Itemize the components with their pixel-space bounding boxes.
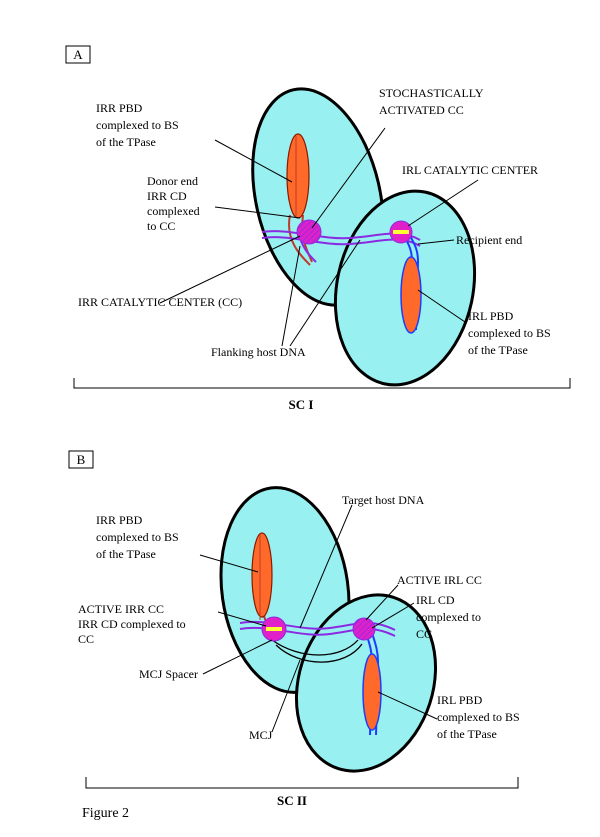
- mcj-loop-2: [275, 643, 363, 663]
- panel-a: A IRR: [65, 45, 571, 412]
- irr-pbd-shape-b: [251, 532, 273, 618]
- irr-catalytic-center: [296, 219, 322, 245]
- panel-a-letter: A: [73, 47, 83, 62]
- irr-pbd-label: IRR PBD complexed to BS of the TPase: [96, 101, 182, 149]
- irr-pbd-label-b: IRR PBD complexed to BS of the TPase: [96, 513, 182, 561]
- stochastic-cc-label: STOCHASTICALLY ACTIVATED CC: [379, 86, 486, 117]
- irl-cc-highlight: [393, 230, 409, 234]
- irr-dna-stem-2: [301, 214, 313, 263]
- irr-cc-highlight: [266, 627, 282, 631]
- panel-b-letter: B: [77, 452, 86, 467]
- irr-pbd-shape: [286, 133, 310, 219]
- mcj-loop: [271, 639, 359, 656]
- active-irl-cc: [352, 617, 376, 641]
- irr-dna-stem: [288, 214, 311, 266]
- panel-a-letter-box: [65, 45, 91, 64]
- irr-cc-label: IRR CATALYTIC CENTER (CC): [78, 295, 242, 309]
- panel-b-bracket: [85, 777, 519, 789]
- active-irr-cc-label: ACTIVE IRR CC IRR CD complexed to CC: [78, 602, 189, 646]
- panel-b-leader-lines: [199, 504, 438, 733]
- irl-catalytic-center-label: IRL CATALYTIC CENTER: [402, 163, 538, 177]
- flanking-dna-label: Flanking host DNA: [211, 345, 306, 359]
- recipient-end-label: Recipient end: [456, 233, 522, 247]
- irl-dna-strand-2: [409, 235, 420, 331]
- panel-b-letter-box: [68, 450, 94, 469]
- sc2-caption: SC II: [277, 793, 307, 808]
- panel-a-leader-lines: [159, 127, 479, 347]
- irl-pbd-shape: [400, 256, 422, 334]
- irl-pbd-shape-b: [362, 653, 382, 731]
- sc1-caption: SC I: [289, 397, 314, 412]
- irl-pbd-label-b: IRL PBD complexed to BS of the TPase: [437, 693, 523, 741]
- active-irl-cc-label: ACTIVE IRL CC: [397, 573, 482, 587]
- mcj-spacer-label: MCJ Spacer: [139, 667, 198, 681]
- mcj-label: MCJ: [249, 728, 273, 742]
- figure-label: Figure 2: [82, 806, 129, 821]
- donor-end-label: Donor end IRR CD complexed to CC: [147, 174, 203, 233]
- irl-pbd-label: IRL PBD complexed to BS of the TPase: [468, 309, 554, 357]
- panel-b: B IRR PBD complexed to BS: [68, 450, 523, 808]
- panel-a-bracket: [73, 378, 571, 389]
- irl-cd-label: IRL CD complexed to CC: [416, 593, 484, 641]
- target-host-dna-label: Target host DNA: [342, 493, 425, 507]
